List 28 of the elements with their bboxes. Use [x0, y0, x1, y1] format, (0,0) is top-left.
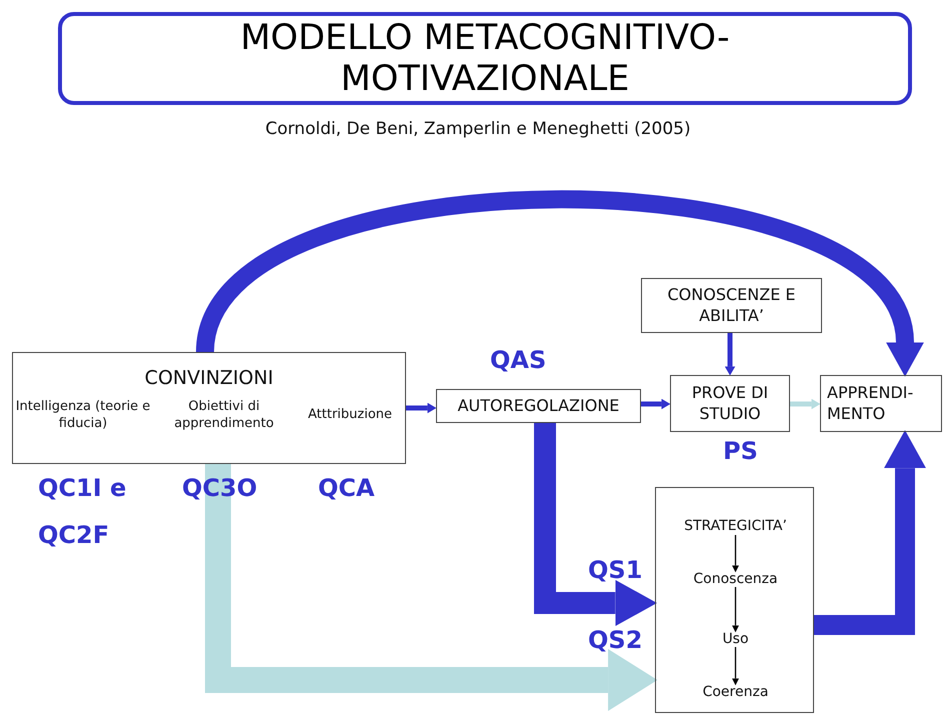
questionnaire-code: QC2F	[38, 521, 110, 549]
citation: Cornoldi, De Beni, Zamperlin e Meneghetti (2005)	[264, 119, 692, 139]
node-label: Coerenza	[656, 682, 815, 702]
node-label: PROVE DI STUDIO	[690, 382, 770, 424]
node-label: Atttribuzione	[306, 407, 394, 424]
process-box	[436, 389, 641, 423]
box-heading: CONVINZIONI	[144, 367, 274, 389]
questionnaire-code: QS1	[588, 556, 642, 584]
questionnaire-code: QCA	[318, 474, 375, 502]
node-label: AUTOREGOLAZIONE	[456, 396, 620, 416]
questionnaire-code: QAS	[490, 346, 546, 374]
questionnaire-code: QC1I e	[38, 474, 126, 502]
node-label: STRATEGICITA’	[656, 515, 815, 537]
questionnaire-code: QC3O	[182, 474, 258, 502]
questionnaire-code: PS	[723, 437, 758, 465]
process-box	[670, 375, 790, 432]
process-box	[820, 375, 942, 432]
process-box	[641, 278, 822, 333]
process-box	[12, 352, 406, 464]
node-label: CONOSCENZE E ABILITA’	[666, 284, 796, 326]
title: MODELLO METACOGNITIVO-MOTIVAZIONALE	[239, 18, 731, 99]
node-label: Uso	[656, 629, 815, 649]
node-label: APPRENDI- MENTO	[826, 382, 914, 424]
node-label: Intelligenza (teorie e fiducia)	[14, 399, 152, 433]
node-label: Conoscenza	[656, 569, 815, 589]
node-label: Obiettivi di apprendimento	[173, 399, 275, 433]
questionnaire-code: QS2	[588, 626, 642, 654]
process-box	[655, 487, 814, 713]
